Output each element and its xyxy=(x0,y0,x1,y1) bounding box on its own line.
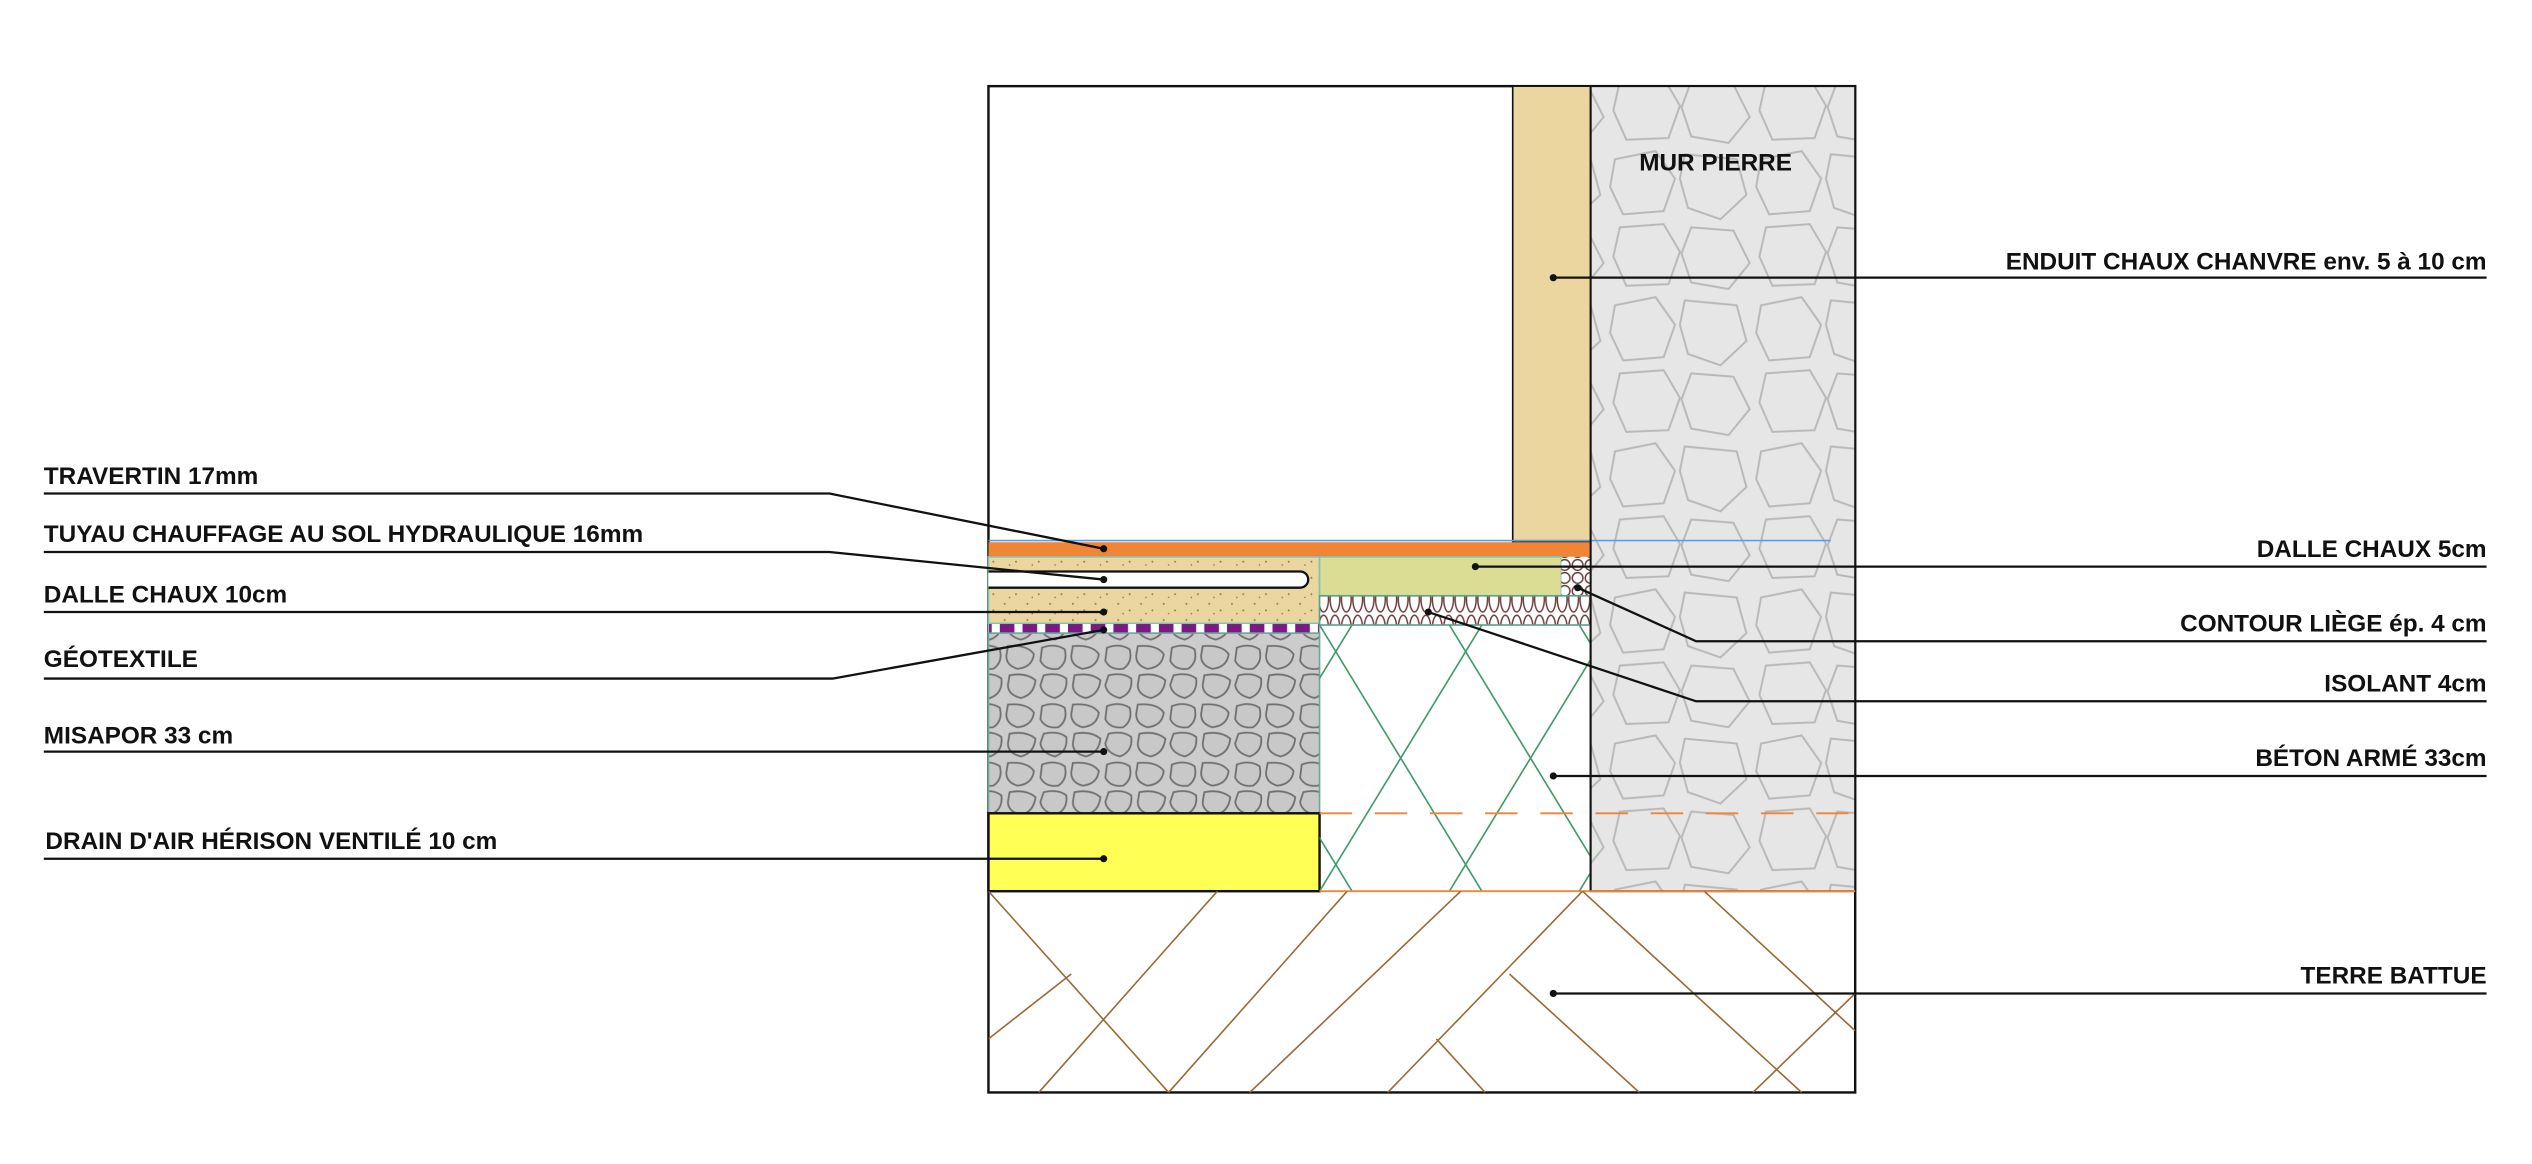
drain-herisson-layer xyxy=(987,812,1321,893)
label-misapor: MISAPOR 33 cm xyxy=(44,722,233,749)
label-geotextile: GÉOTEXTILE xyxy=(44,645,198,673)
leader-tuyau xyxy=(43,550,1104,581)
terre-battue-hatch xyxy=(988,891,1856,1093)
label-beton: BÉTON ARMÉ 33cm xyxy=(2255,744,2486,772)
label-travertin: TRAVERTIN 17mm xyxy=(44,463,259,490)
dalle-chaux-10-layer xyxy=(987,556,1321,625)
label-tuyau: TUYAU CHAUFFAGE AU SOL HYDRAULIQUE 16mm xyxy=(44,521,643,548)
label-dalle-5: DALLE CHAUX 5cm xyxy=(2257,536,2487,563)
leader-isolant xyxy=(1427,610,2487,703)
stone-wall xyxy=(1589,85,1857,893)
label-isolant: ISOLANT 4cm xyxy=(2324,671,2486,698)
leader-contour-liege xyxy=(1577,586,2487,643)
label-contour-liege: CONTOUR LIÈGE ép. 4 cm xyxy=(2180,610,2486,638)
leader-geotextile xyxy=(43,628,1104,680)
label-dalle-10: DALLE CHAUX 10cm xyxy=(44,581,287,608)
geotextile-layer xyxy=(987,622,1321,634)
label-drain: DRAIN D'AIR HÉRISON VENTILÉ 10 cm xyxy=(45,827,497,855)
label-enduit: ENDUIT CHAUX CHANVRE env. 5 à 10 cm xyxy=(2006,249,2487,276)
beton-arme-hatch xyxy=(1319,625,1591,892)
travertin-layer xyxy=(988,542,1591,557)
dalle-chaux-5-layer xyxy=(1318,556,1563,597)
enduit-chaux-chanvre xyxy=(1511,85,1592,544)
misapor-layer xyxy=(987,632,1321,815)
label-mur-pierre: MUR PIERRE xyxy=(1639,150,1792,177)
label-terre: TERRE BATTUE xyxy=(2300,963,2486,990)
leader-travertin xyxy=(43,492,1104,550)
